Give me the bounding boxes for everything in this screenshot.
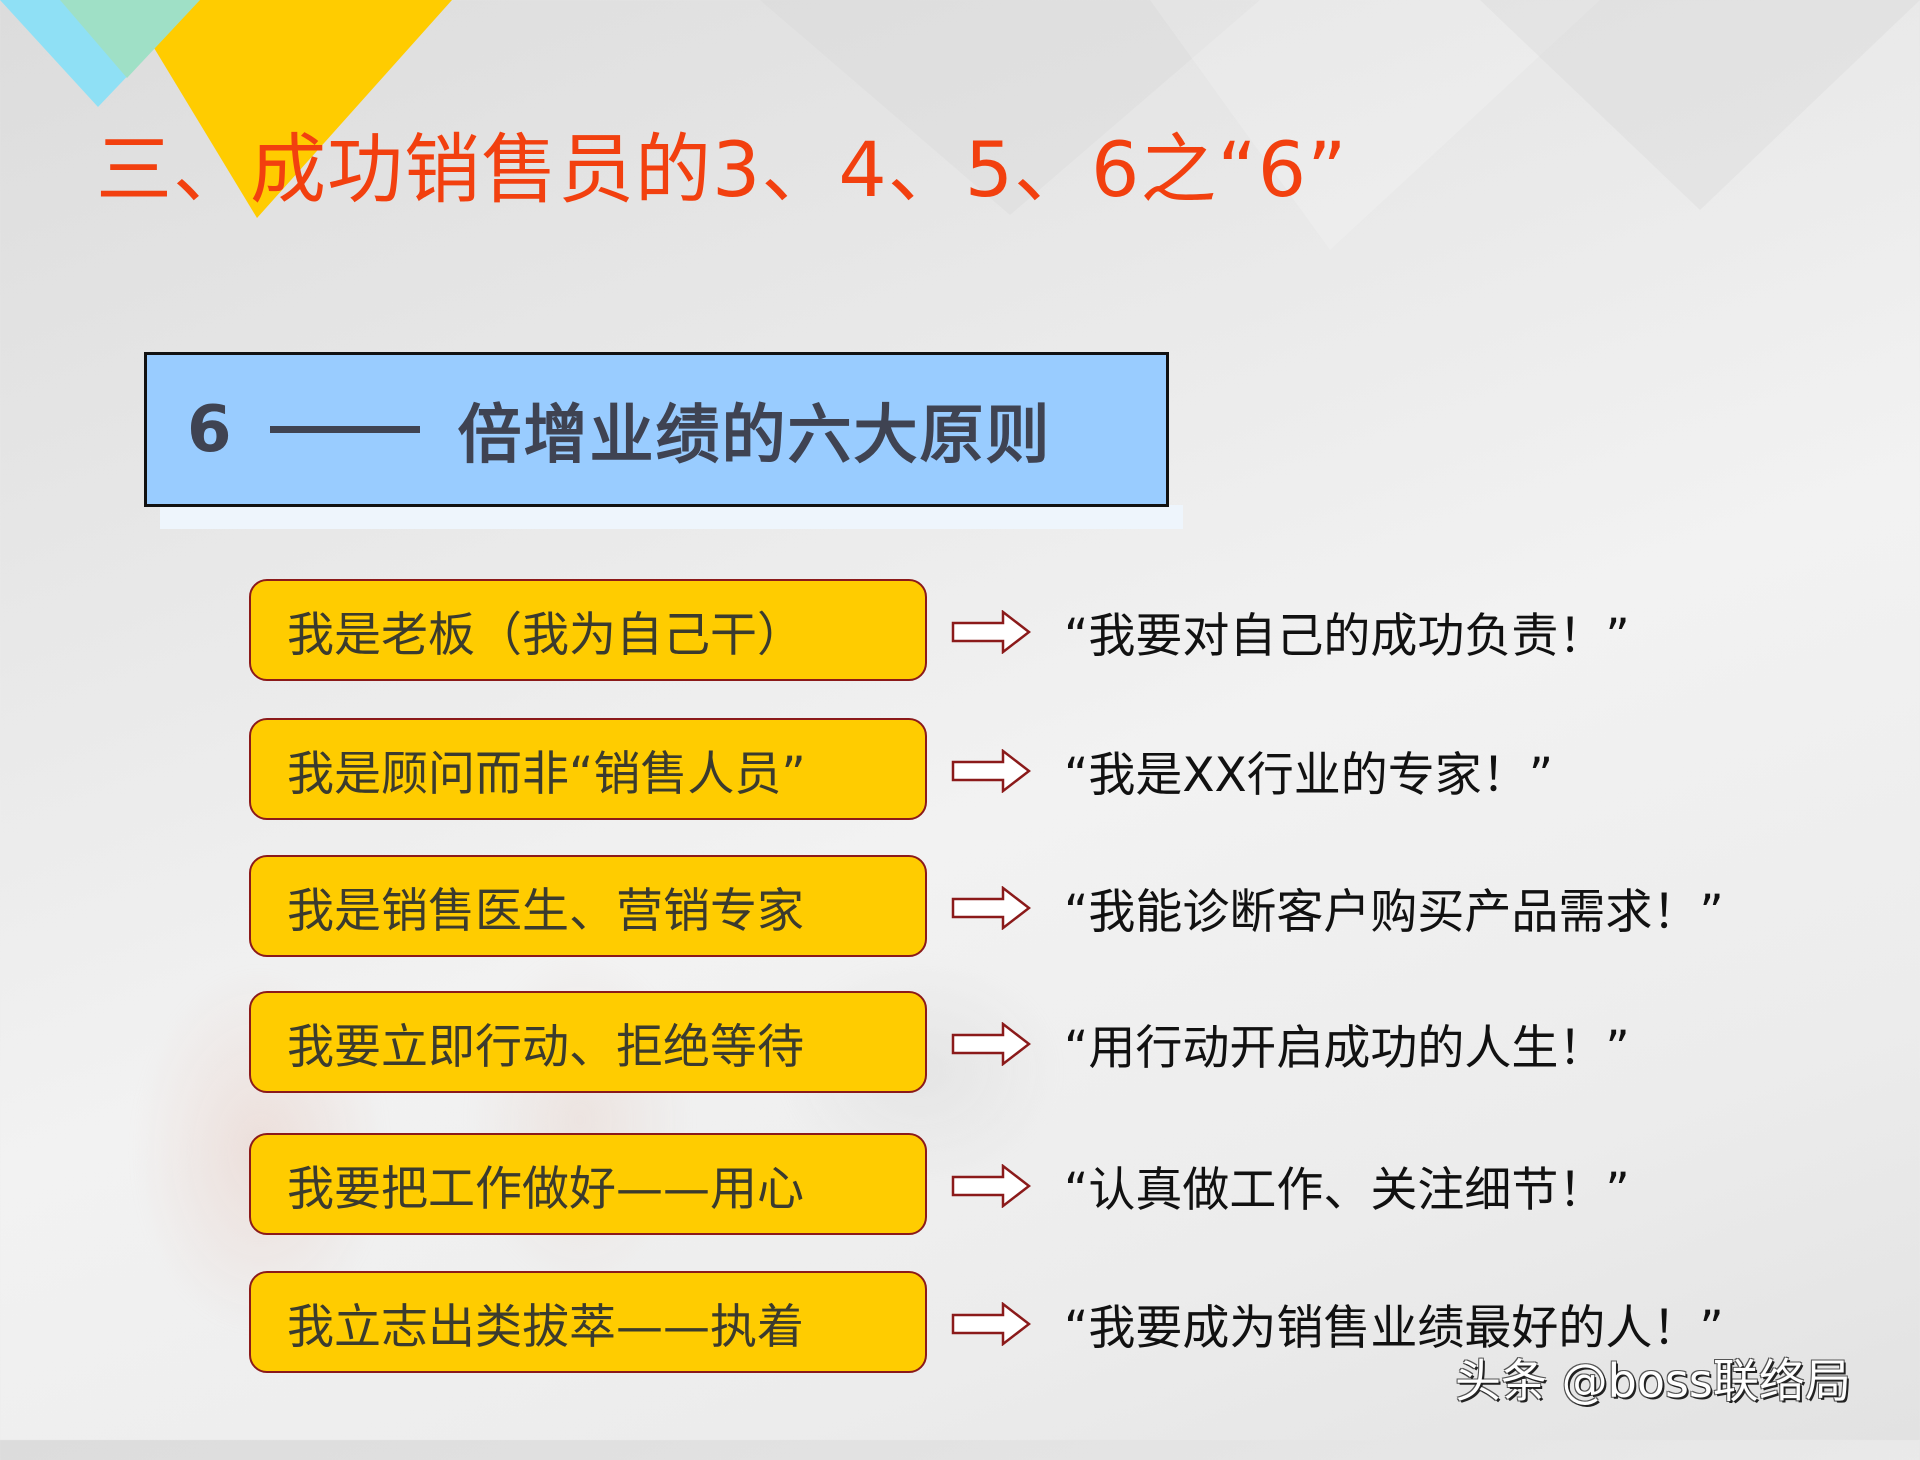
right-arrow-icon: [951, 886, 1031, 930]
principle-row: 我是顾问而非“销售人员” “我是XX行业的专家！”: [249, 718, 1919, 824]
right-arrow-icon: [951, 1164, 1031, 1208]
principle-box: 我立志出类拔萃——执着: [249, 1271, 927, 1373]
header-number: 6: [187, 392, 232, 467]
principle-row: 我要立即行动、拒绝等待 “用行动开启成功的人生！”: [249, 991, 1919, 1097]
principle-box: 我是老板（我为自己干）: [249, 579, 927, 681]
watermark: 头条 @boss联络局: [1455, 1354, 1851, 1408]
right-arrow-icon: [951, 1302, 1031, 1346]
principle-quote: “用行动开启成功的人生！”: [1064, 1021, 1630, 1076]
header-dash: [269, 426, 420, 433]
principle-row: 我是老板（我为自己干） “我要对自己的成功负责！”: [249, 579, 1919, 685]
principle-box: 我是顾问而非“销售人员”: [249, 718, 927, 820]
header-shadow: [160, 505, 1183, 529]
header-text: 倍增业绩的六大原则: [457, 398, 1052, 473]
principle-row: 我要把工作做好——用心 “认真做工作、关注细节！”: [249, 1133, 1919, 1239]
right-arrow-icon: [951, 610, 1031, 654]
principle-row: 我立志出类拔萃——执着 “我要成为销售业绩最好的人！”: [249, 1271, 1919, 1377]
right-arrow-icon: [951, 749, 1031, 793]
right-arrow-icon: [951, 1022, 1031, 1066]
slide-title: 三、成功销售员的3、4、5、6之“6”: [96, 125, 1348, 214]
principle-row: 我是销售医生、营销专家 “我能诊断客户购买产品需求！”: [249, 855, 1919, 961]
principle-quote: “我是XX行业的专家！”: [1064, 748, 1554, 803]
principle-quote: “认真做工作、关注细节！”: [1064, 1163, 1630, 1218]
principle-quote: “我要对自己的成功负责！”: [1064, 609, 1630, 664]
principle-box: 我是销售医生、营销专家: [249, 855, 927, 957]
principle-box: 我要立即行动、拒绝等待: [249, 991, 927, 1093]
principle-quote: “我要成为销售业绩最好的人！”: [1064, 1301, 1724, 1356]
principle-box: 我要把工作做好——用心: [249, 1133, 927, 1235]
section-header: 6 倍增业绩的六大原则: [144, 352, 1169, 507]
principle-quote: “我能诊断客户购买产品需求！”: [1064, 885, 1724, 940]
